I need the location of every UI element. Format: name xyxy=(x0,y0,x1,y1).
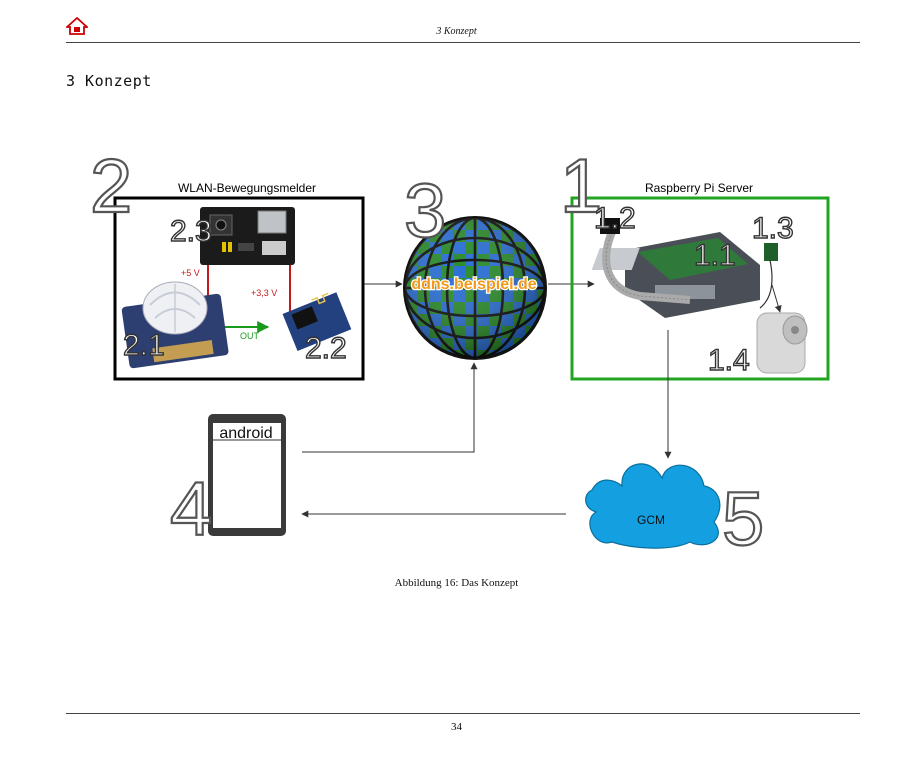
sub-2-2: 2.2 xyxy=(305,332,347,365)
section-heading: 3 Konzept xyxy=(66,72,152,90)
power-board xyxy=(200,207,295,265)
pi-camera xyxy=(600,218,620,234)
esp-module xyxy=(282,292,352,352)
sub-1-4: 1.4 xyxy=(708,344,750,377)
footer-rule xyxy=(66,713,860,714)
android-label: android xyxy=(219,425,272,442)
number-4: 4 xyxy=(170,467,212,552)
pi-box xyxy=(570,196,830,381)
pir-sensor xyxy=(121,281,229,369)
figure-caption: Abbildung 16: Das Konzept xyxy=(394,577,519,589)
header-rule xyxy=(66,42,860,43)
running-header: 3 Konzept xyxy=(436,26,477,37)
android-phone xyxy=(208,414,286,536)
sub-1-3: 1.3 xyxy=(752,212,794,245)
radio-module xyxy=(764,243,778,261)
internet-globe xyxy=(403,216,547,360)
wlan-box xyxy=(113,196,365,381)
home-icon[interactable] xyxy=(66,17,88,35)
number-5: 5 xyxy=(722,477,764,562)
sub-1-2: 1.2 xyxy=(594,202,636,235)
wire-5v-label: +5 V xyxy=(181,268,200,278)
number-1: 1 xyxy=(560,144,602,229)
gcm-cloud xyxy=(585,463,721,549)
sub-2-3: 2.3 xyxy=(170,215,212,248)
wire-33v-label: +3,3 V xyxy=(251,288,277,298)
globe-label: ddns.beispiel.de xyxy=(411,276,536,293)
number-3: 3 xyxy=(404,169,446,254)
sub-2-1: 2.1 xyxy=(123,329,165,362)
wlan-title: WLAN-Bewegungsmelder xyxy=(178,181,316,195)
page-number: 34 xyxy=(451,721,462,733)
pi-title: Raspberry Pi Server xyxy=(645,181,753,195)
wireless-socket xyxy=(756,312,808,374)
wire-out-label: OUT xyxy=(240,331,260,341)
number-2: 2 xyxy=(90,144,132,229)
gcm-label: GCM xyxy=(637,513,665,527)
sub-1-1: 1.1 xyxy=(694,239,736,272)
